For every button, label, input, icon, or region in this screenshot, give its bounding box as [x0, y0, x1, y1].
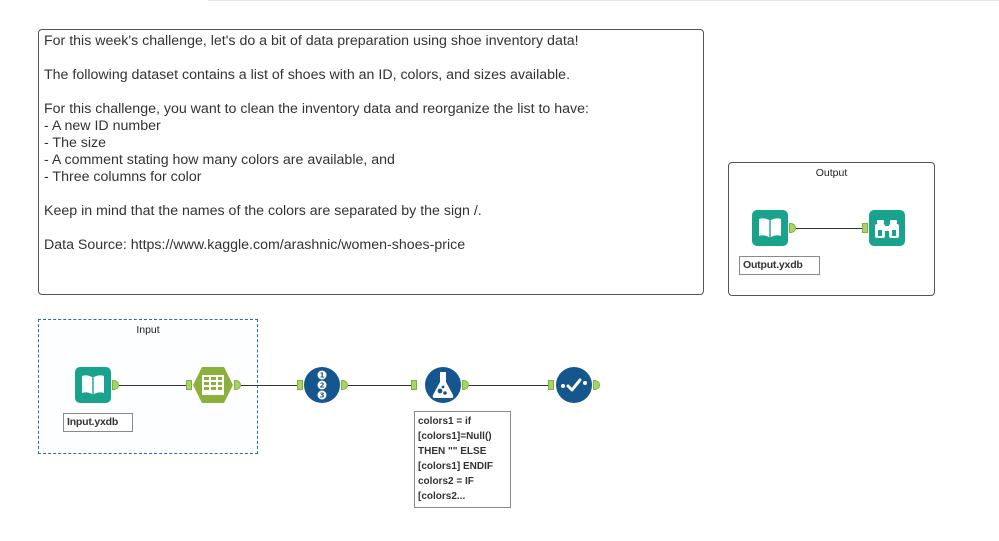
output-container[interactable]: Output: [728, 162, 935, 296]
select-tool[interactable]: [556, 367, 592, 403]
comment-tool[interactable]: For this week's challenge, let's do a bi…: [38, 29, 704, 295]
table-columns-icon: [202, 375, 224, 395]
comment-list-item: - A new ID number: [44, 118, 161, 134]
formula-annotation: colors1 = if [colors1]=Null() THEN "" EL…: [414, 411, 511, 508]
svg-text:2: 2: [320, 382, 325, 390]
comment-line: Data Source: https://www.kaggle.com/aras…: [44, 237, 466, 253]
formula-tool[interactable]: [425, 367, 461, 403]
input-anchor[interactable]: [411, 380, 417, 390]
comment-list: - A new ID number - The size - A comment…: [44, 118, 698, 186]
output-anchor[interactable]: [112, 380, 119, 390]
flask-icon: [432, 372, 454, 398]
container-title: Input: [136, 324, 160, 336]
connection-wire[interactable]: [469, 385, 548, 386]
input-anchor[interactable]: [186, 380, 192, 390]
connection-wire[interactable]: [119, 385, 186, 386]
browse-tool[interactable]: [869, 210, 905, 246]
top-divider: [208, 0, 999, 1]
input-data-tool[interactable]: [752, 210, 788, 246]
tool-label: Output.yxdb: [739, 256, 820, 275]
container-title: Output: [815, 167, 848, 179]
comment-line: For this challenge, you want to clean th…: [44, 101, 589, 117]
input-anchor[interactable]: [862, 223, 868, 233]
comment-list-item: - A comment stating how many colors are …: [44, 152, 395, 168]
book-icon: [759, 218, 781, 238]
check-line-icon: [561, 378, 587, 392]
input-anchor[interactable]: [297, 380, 303, 390]
output-anchor[interactable]: [341, 380, 348, 390]
comment-line: The following dataset contains a list of…: [44, 67, 571, 83]
output-anchor[interactable]: [593, 380, 600, 390]
binoculars-icon: [875, 220, 899, 238]
numbered-list-icon: 1 2 3: [317, 370, 327, 400]
input-anchor[interactable]: [548, 380, 554, 390]
tool-label: Input.yxdb: [63, 413, 133, 432]
connection-wire[interactable]: [796, 228, 862, 229]
text-to-columns-tool[interactable]: [192, 366, 234, 404]
output-anchor[interactable]: [234, 380, 241, 390]
comment-line: For this week's challenge, let's do a bi…: [44, 33, 579, 49]
input-data-tool[interactable]: [75, 367, 111, 403]
comment-line: Keep in mind that the names of the color…: [44, 203, 482, 219]
output-anchor[interactable]: [789, 223, 796, 233]
output-anchor[interactable]: [462, 380, 469, 390]
svg-text:1: 1: [320, 372, 325, 380]
svg-text:3: 3: [320, 392, 325, 400]
record-id-tool[interactable]: 1 2 3: [304, 367, 340, 403]
comment-list-item: - Three columns for color: [44, 169, 202, 185]
connection-wire[interactable]: [241, 385, 297, 386]
connection-wire[interactable]: [348, 385, 411, 386]
book-icon: [82, 375, 104, 395]
comment-list-item: - The size: [44, 135, 107, 151]
